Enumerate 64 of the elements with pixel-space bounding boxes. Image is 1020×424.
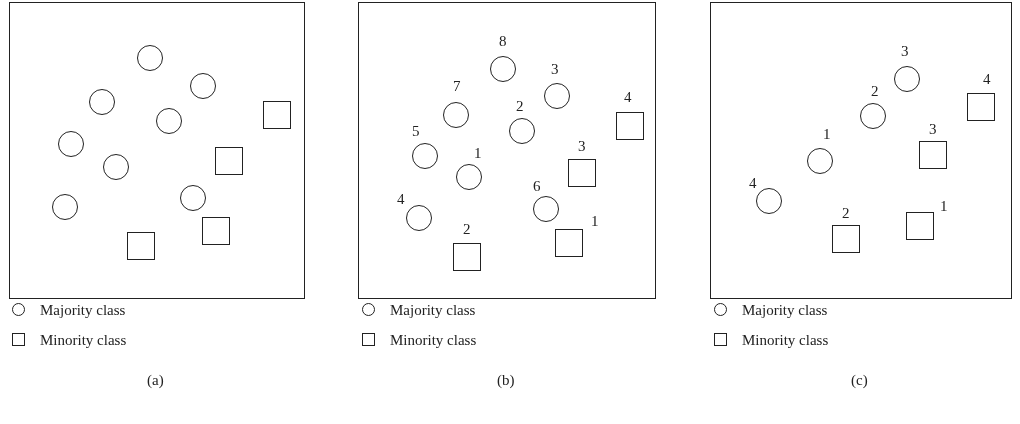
panel-frame: [710, 2, 1012, 299]
point-number: 3: [901, 43, 909, 59]
legend-text: Majority class: [742, 302, 828, 318]
square-marker: [906, 212, 934, 240]
point-number: 2: [871, 83, 879, 99]
circle-marker: [406, 205, 432, 231]
point-number: 7: [453, 78, 461, 94]
legend-text: Minority class: [742, 332, 829, 348]
circle-marker: [180, 185, 206, 211]
circle-marker: [807, 148, 833, 174]
circle-marker: [456, 164, 482, 190]
point-number: 2: [516, 98, 524, 114]
point-number: 5: [412, 123, 420, 139]
legend-text: Majority class: [390, 302, 476, 318]
circle-marker: [756, 188, 782, 214]
point-number: 3: [929, 121, 937, 137]
circle-marker: [894, 66, 920, 92]
circle-marker: [860, 103, 886, 129]
circle-marker: [137, 45, 163, 71]
square-marker: [215, 147, 243, 175]
point-number: 2: [463, 221, 471, 237]
point-number: 4: [624, 89, 632, 105]
circle-marker: [190, 73, 216, 99]
point-number: 1: [591, 213, 599, 229]
square-marker: [919, 141, 947, 169]
circle-marker: [103, 154, 129, 180]
panel-frame: [9, 2, 305, 299]
point-number: 6: [533, 178, 541, 194]
circle-marker: [443, 102, 469, 128]
point-number: 4: [983, 71, 991, 87]
circle-marker: [156, 108, 182, 134]
circle-marker: [52, 194, 78, 220]
square-marker: [453, 243, 481, 271]
square-marker: [616, 112, 644, 140]
square-marker: [832, 225, 860, 253]
legend-text: Minority class: [390, 332, 477, 348]
square-marker: [568, 159, 596, 187]
circle-marker: [490, 56, 516, 82]
circle-marker: [544, 83, 570, 109]
circle-marker: [412, 143, 438, 169]
circle-marker: [509, 118, 535, 144]
square-marker: [202, 217, 230, 245]
circle-marker: [89, 89, 115, 115]
square-marker: [127, 232, 155, 260]
point-number: 4: [397, 191, 405, 207]
square-marker: [967, 93, 995, 121]
point-number: 2: [842, 205, 850, 221]
legend-text: Minority class: [40, 332, 127, 348]
panel-frame: [358, 2, 656, 299]
point-number: 8: [499, 33, 507, 49]
panel-caption: (a): [147, 372, 164, 388]
panel-caption: (b): [497, 372, 515, 388]
legend-text: Majority class: [40, 302, 126, 318]
point-number: 3: [551, 61, 559, 77]
circle-marker: [533, 196, 559, 222]
point-number: 1: [940, 198, 948, 214]
panel-caption: (c): [851, 372, 868, 388]
square-marker: [555, 229, 583, 257]
circle-marker: [58, 131, 84, 157]
point-number: 1: [474, 145, 482, 161]
point-number: 1: [823, 126, 831, 142]
point-number: 3: [578, 138, 586, 154]
point-number: 4: [749, 175, 757, 191]
square-marker: [263, 101, 291, 129]
